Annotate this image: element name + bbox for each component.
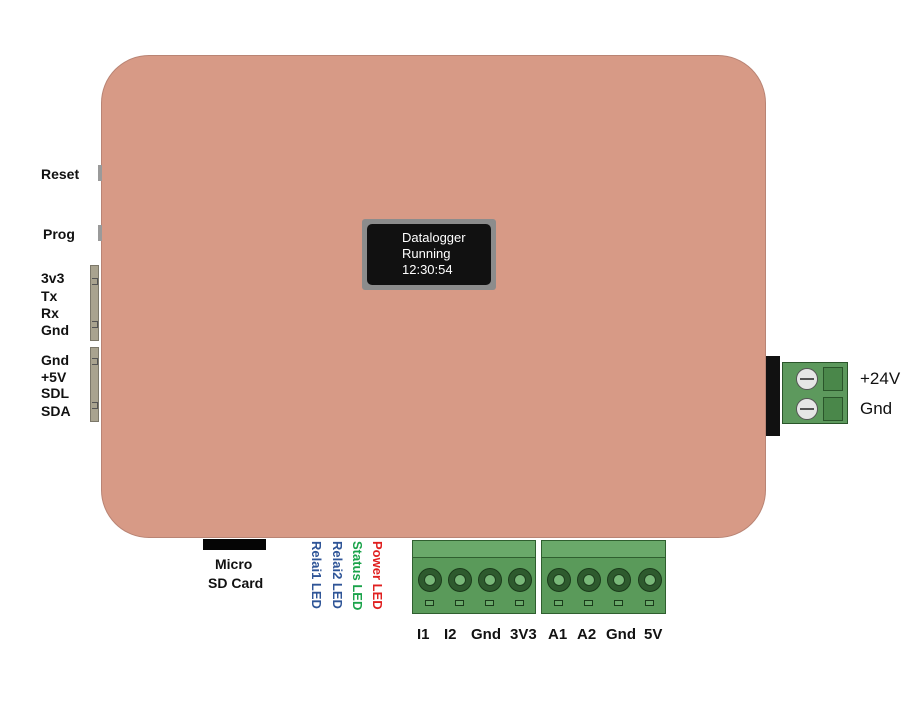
terminal-label-gnd: Gnd [471,626,501,643]
power-screw-icon [796,368,818,390]
analog-terminal-block [541,540,666,614]
reset-button[interactable] [98,165,102,181]
i2c-pin-gnd: Gnd [41,352,69,368]
sd-card-label-line1: Micro [215,556,253,572]
terminal-top-rail [542,541,665,558]
power-clamp [823,367,843,391]
serial-header [90,265,99,341]
terminal-slot [645,600,654,606]
sd-card-label-line2: SD Card [208,575,264,591]
power-terminal-block [782,362,848,424]
power-label-24v: +24V [860,369,901,388]
relai1-led-label: Relai1 LED [309,541,324,609]
i2c-pin-5v: +5V [41,369,67,385]
header-pin-notch [92,402,98,409]
serial-pin-gnd: Gnd [41,322,69,338]
terminal-slot [455,600,464,606]
micro-sd-slot[interactable] [203,539,266,550]
display-line-2: Running [402,246,451,261]
terminal-screw-icon [638,568,662,592]
i2c-pin-sdl: SDL [41,385,69,401]
i2c-pin-sda: SDA [41,403,71,419]
input-terminal-block [412,540,536,614]
terminal-label-a1: A1 [548,626,568,643]
terminal-top-rail [413,541,535,558]
power-led-label: Power LED [370,541,385,610]
terminal-slot [425,600,434,606]
terminal-label-i1: I1 [417,626,430,643]
oled-display: Datalogger Running 12:30:54 [367,224,491,285]
display-line-1: Datalogger [402,230,466,245]
terminal-screw-icon [577,568,601,592]
terminal-label-3v3: 3V3 [510,626,537,643]
reset-label: Reset [41,166,80,182]
power-terminal-base [766,356,780,436]
terminal-label-gnd: Gnd [606,626,636,643]
header-pin-notch [92,278,98,285]
power-clamp [823,397,843,421]
terminal-label-a2: A2 [577,626,597,643]
terminal-slot [515,600,524,606]
terminal-slot [584,600,593,606]
terminal-slot [614,600,623,606]
terminal-screw-icon [547,568,571,592]
serial-pin-tx: Tx [41,288,58,304]
terminal-screw-icon [478,568,502,592]
enclosure [101,55,766,538]
terminal-screw-icon [418,568,442,592]
terminal-screw-icon [508,568,532,592]
terminal-screw-icon [448,568,472,592]
status-led-label: Status LED [350,541,365,611]
prog-label: Prog [43,226,75,242]
terminal-slot [485,600,494,606]
terminal-label-i2: I2 [444,626,457,643]
terminal-label-5v: 5V [644,626,663,643]
i2c-header [90,347,99,422]
power-screw-icon [796,398,818,420]
prog-button[interactable] [98,225,102,241]
relai2-led-label: Relai2 LED [330,541,345,609]
power-label-gnd: Gnd [860,399,893,418]
header-pin-notch [92,321,98,328]
serial-pin-rx: Rx [41,305,59,321]
terminal-slot [554,600,563,606]
terminal-screw-icon [607,568,631,592]
header-pin-notch [92,358,98,365]
serial-pin-3v3: 3v3 [41,270,65,286]
display-line-3: 12:30:54 [402,262,453,277]
